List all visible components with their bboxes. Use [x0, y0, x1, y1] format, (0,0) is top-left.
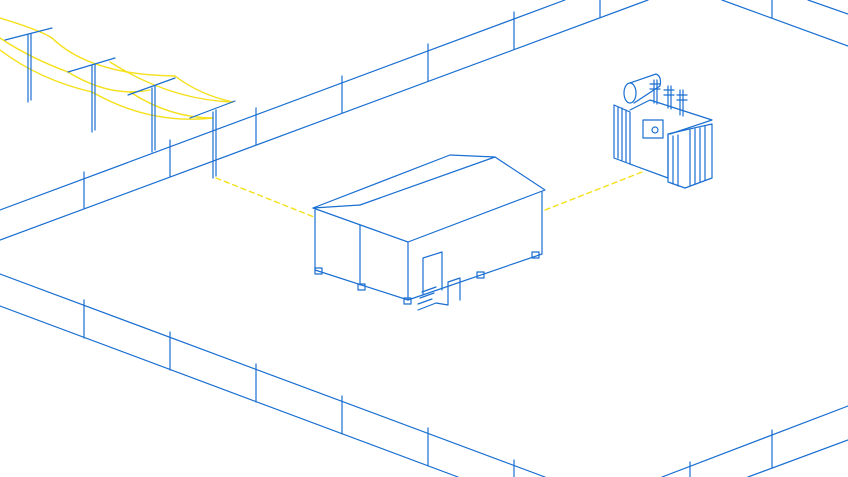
underground-cables [215, 171, 643, 218]
nameplate-icon [642, 119, 664, 139]
front-right-fence [661, 405, 848, 477]
cabin [312, 154, 546, 311]
power-wires [0, 17, 234, 120]
power-line-poles [0, 17, 236, 179]
transformer [613, 73, 713, 189]
pole-structures [4, 27, 236, 179]
front-left-fence [0, 273, 546, 477]
back-left-fence [0, 0, 649, 241]
back-right-fence [721, 0, 848, 47]
